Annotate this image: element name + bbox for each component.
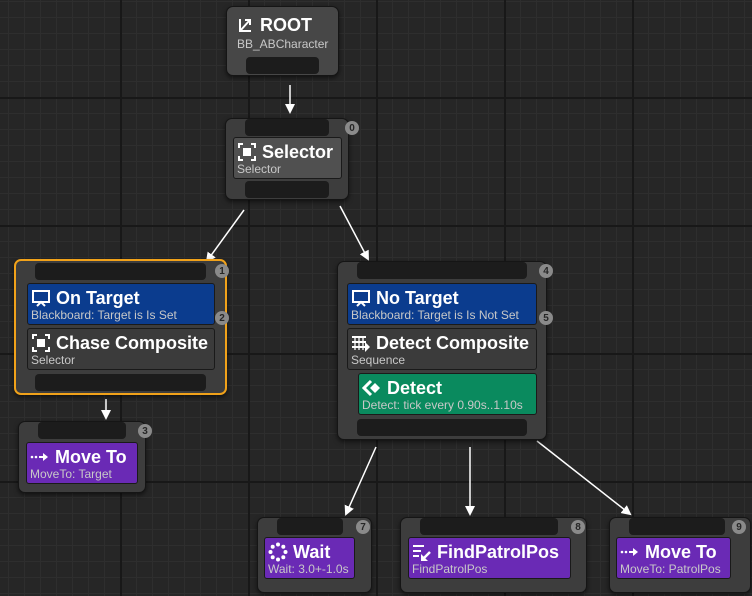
move-to-patrol-pos-execution-index: 9: [732, 520, 746, 534]
on-target-title: On Target: [56, 287, 140, 308]
move-to-icon: [30, 453, 48, 461]
find-patrol-pos-input-pin[interactable]: [420, 518, 558, 535]
on-target-execution-index: 1: [215, 264, 229, 278]
root-output-pin[interactable]: [246, 57, 319, 74]
find-patrol-pos-title: FindPatrolPos: [437, 541, 560, 562]
selector-title: Selector: [262, 141, 334, 162]
sequence-icon: [352, 336, 370, 352]
detect-composite-title-block: Detect Composite Sequence: [347, 328, 537, 370]
blackboard-icon: [32, 290, 50, 307]
move-to-target-node[interactable]: 3 Move To MoveTo: Target: [18, 421, 152, 493]
on-target-subtitle: Blackboard: Target is Is Set: [31, 308, 177, 322]
selector-icon: [238, 143, 256, 161]
detect-composite-node[interactable]: 4 No Target Blackboard: Target is Is Not…: [337, 261, 553, 440]
find-patrol-pos-node[interactable]: 8 FindPatrolPos FindPatrolPos: [400, 517, 587, 593]
selector-title-block: Selector Selector: [233, 137, 342, 179]
move-to-target-title-block: Move To MoveTo: Target: [26, 442, 138, 484]
find-patrol-pos-subtitle: FindPatrolPos: [412, 562, 488, 576]
chase-composite-title-block: Chase Composite Selector: [27, 328, 215, 370]
detect-output-pin[interactable]: [357, 419, 527, 436]
move-to-target-title: Move To: [55, 446, 127, 467]
root-subtitle: BB_ABCharacter: [237, 37, 329, 51]
root-title: ROOT: [260, 14, 312, 35]
detect-composite-title: Detect Composite: [376, 332, 530, 353]
detect-input-pin[interactable]: [357, 262, 527, 279]
no-target-decorator[interactable]: No Target Blackboard: Target is Is Not S…: [347, 283, 537, 325]
wait-title-block: Wait Wait: 3.0+-1.0s: [264, 537, 355, 579]
move-to-target-subtitle: MoveTo: Target: [30, 467, 112, 481]
no-target-subtitle: Blackboard: Target is Is Not Set: [351, 308, 519, 322]
selector-node[interactable]: 0 Selector Selector: [225, 118, 359, 200]
wait-input-pin[interactable]: [277, 518, 343, 535]
move-to-icon: [620, 548, 638, 556]
move-to-patrol-pos-title: Move To: [645, 541, 717, 562]
find-patrol-pos-title-block: FindPatrolPos FindPatrolPos: [408, 537, 571, 579]
selector-execution-index: 0: [345, 121, 359, 135]
move-to-target-execution-index: 3: [138, 424, 152, 438]
chase-input-pin[interactable]: [35, 263, 206, 280]
selector-input-pin[interactable]: [245, 119, 329, 136]
move-to-patrol-pos-subtitle: MoveTo: PatrolPos: [620, 562, 721, 576]
wait-title: Wait: [293, 541, 331, 562]
detect-composite-execution-index: 5: [539, 311, 553, 325]
detect-service-subtitle: Detect: tick every 0.90s..1.10s: [362, 398, 523, 412]
edge-patrol-to-move-to-patrol: [536, 440, 632, 516]
detect-composite-subtitle: Sequence: [351, 353, 406, 367]
selector-output-pin[interactable]: [245, 181, 329, 198]
chase-output-pin[interactable]: [35, 374, 206, 391]
selector-icon: [32, 334, 50, 352]
chase-composite-execution-index: 2: [215, 311, 229, 325]
edge-selector-to-patrol: [339, 205, 369, 261]
wait-execution-index: 7: [356, 520, 370, 534]
blackboard-icon: [352, 290, 370, 307]
chase-composite-title: Chase Composite: [56, 332, 209, 353]
detect-service[interactable]: Detect Detect: tick every 0.90s..1.10s: [358, 373, 537, 415]
move-to-target-input-pin[interactable]: [38, 422, 126, 439]
move-to-patrol-pos-input-pin[interactable]: [629, 518, 725, 535]
chase-composite-node[interactable]: 1 On Target Blackboard: Target is Is Set…: [14, 259, 229, 395]
edge-selector-to-chase: [205, 209, 245, 263]
service-icon: [362, 379, 380, 397]
edge-patrol-to-wait: [344, 446, 377, 516]
wait-subtitle: Wait: 3.0+-1.0s: [268, 562, 349, 576]
on-target-decorator[interactable]: On Target Blackboard: Target is Is Set: [27, 283, 215, 325]
root-icon: [239, 19, 251, 32]
no-target-title: No Target: [376, 287, 459, 308]
selector-subtitle: Selector: [237, 162, 282, 176]
move-to-patrol-pos-title-block: Move To MoveTo: PatrolPos: [616, 537, 731, 579]
move-to-patrol-pos-node[interactable]: 9 Move To MoveTo: PatrolPos: [609, 517, 751, 593]
detect-service-title: Detect: [387, 377, 443, 398]
root-title-block: ROOT BB_ABCharacter: [232, 11, 336, 53]
find-patrol-pos-execution-index: 8: [571, 520, 585, 534]
root-node[interactable]: ROOT BB_ABCharacter: [226, 6, 339, 76]
wait-icon: [268, 542, 288, 562]
wait-node[interactable]: 7 Wait Wait: 3.0+-1.0s: [257, 517, 372, 593]
chase-composite-subtitle: Selector: [31, 353, 76, 367]
no-target-execution-index: 4: [539, 264, 553, 278]
task-icon: [413, 545, 431, 561]
